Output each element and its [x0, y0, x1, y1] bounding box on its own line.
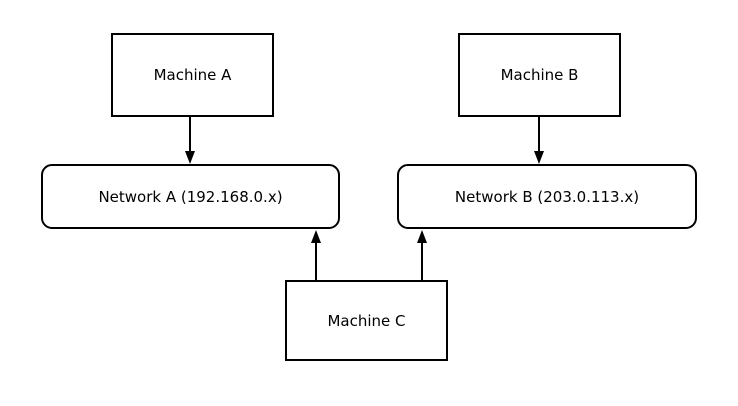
arrowhead-down-icon: [185, 151, 195, 164]
edge-machine-b-to-network-b: [534, 117, 544, 164]
node-network-a: Network A (192.168.0.x): [41, 164, 340, 229]
node-machine-b-label: Machine B: [500, 66, 579, 84]
edge-machine-c-to-network-b: [417, 230, 427, 280]
arrowhead-up-icon: [417, 230, 427, 243]
node-machine-b: Machine B: [458, 33, 621, 117]
node-machine-c-label: Machine C: [327, 311, 406, 330]
arrowhead-down-icon: [534, 151, 544, 164]
node-machine-a: Machine A: [111, 33, 274, 117]
node-machine-c: Machine C: [285, 280, 448, 361]
node-network-a-label: Network A (192.168.0.x): [98, 187, 283, 206]
arrowhead-up-icon: [311, 230, 321, 243]
edge-machine-c-to-network-a: [311, 230, 321, 280]
node-network-b: Network B (203.0.113.x): [397, 164, 697, 229]
node-machine-a-label: Machine A: [153, 66, 232, 84]
edge-machine-a-to-network-a: [185, 117, 195, 164]
node-network-b-label: Network B (203.0.113.x): [454, 187, 640, 206]
